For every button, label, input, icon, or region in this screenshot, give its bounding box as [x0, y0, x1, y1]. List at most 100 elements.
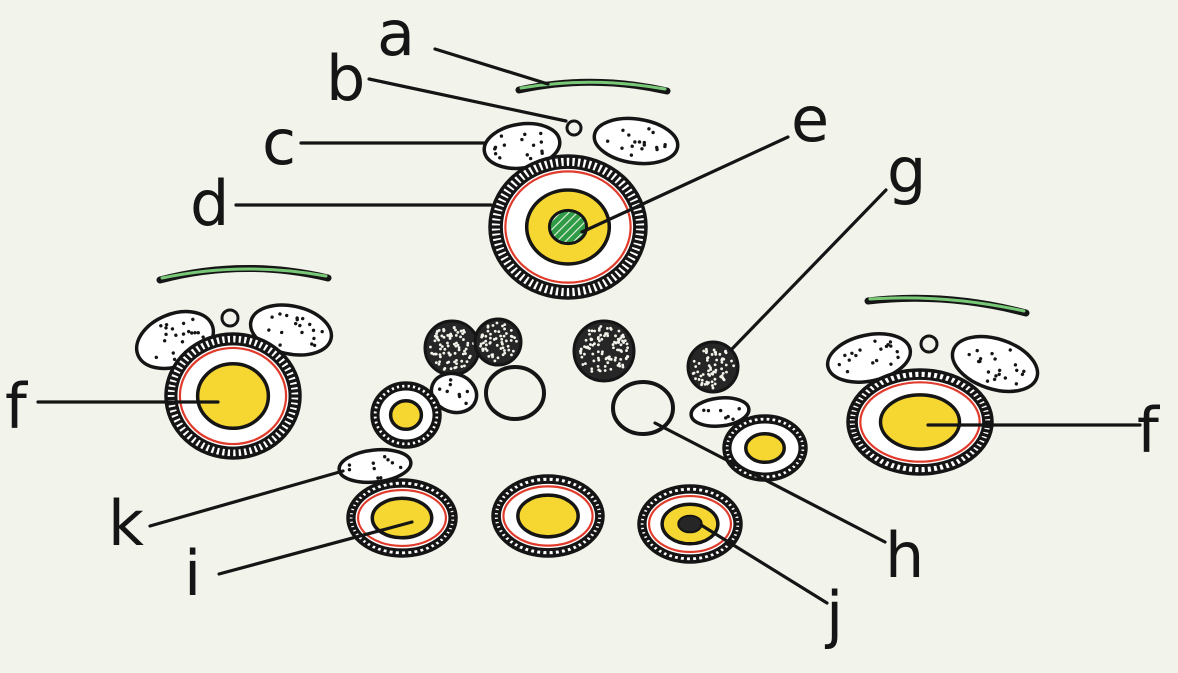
cell-dot	[614, 359, 617, 362]
cell-dot	[722, 372, 725, 375]
cell-dot	[434, 335, 437, 338]
cell-dot	[694, 377, 697, 380]
cell-dot	[453, 360, 456, 363]
cell-dot	[492, 324, 495, 327]
cell-dot	[725, 364, 728, 367]
cell-dot	[620, 343, 623, 346]
right-bundle-sheath	[848, 370, 992, 474]
sheath-hatch	[559, 156, 560, 167]
sheath-hatch	[581, 157, 583, 168]
cell-dot	[500, 341, 503, 344]
label-d: d	[190, 167, 229, 240]
yellow-core	[746, 434, 785, 463]
cell-dot	[606, 332, 609, 335]
cell-dot	[499, 335, 502, 338]
cell-dot	[617, 364, 620, 367]
cell-dot	[711, 353, 714, 356]
cell-dot	[503, 328, 506, 331]
label-h: h	[885, 519, 924, 592]
cell-dot	[496, 344, 499, 347]
cell-dot	[617, 341, 620, 344]
small-bundle-left	[372, 383, 440, 447]
cell-dot	[482, 349, 485, 352]
cell-dot	[515, 340, 518, 343]
cell-dot	[622, 341, 625, 344]
cell-dot	[591, 329, 594, 332]
cell-dot	[496, 322, 499, 325]
cell-dot	[603, 334, 606, 337]
cell-dot	[588, 347, 591, 350]
cell-dot	[490, 353, 493, 356]
cell-dot	[435, 361, 438, 364]
cell-dot	[698, 378, 701, 381]
cell-dot	[487, 330, 490, 333]
cell-dot	[446, 342, 449, 345]
cell-dot	[696, 371, 699, 374]
cell-dot	[732, 364, 735, 367]
cell-dot	[694, 365, 697, 368]
label-k: k	[108, 487, 144, 560]
cell-dot	[606, 327, 609, 330]
cell-dot	[484, 340, 487, 343]
cell-dot	[458, 349, 461, 352]
right-bundle-small-pore	[921, 336, 937, 352]
cell-dot	[625, 349, 628, 352]
cell-dot	[435, 353, 438, 356]
cell-dot	[692, 372, 695, 375]
cell-dot	[465, 348, 468, 351]
sheath-hatch	[634, 236, 645, 238]
cell-outline	[425, 321, 479, 375]
cell-dot	[597, 350, 600, 353]
cell-dot	[497, 356, 500, 359]
cell-dot	[714, 351, 717, 354]
cell-dot	[455, 334, 458, 337]
leader-line-g	[731, 190, 886, 350]
cell-dot	[434, 339, 437, 342]
cell-dot	[442, 352, 445, 355]
cell-dot	[502, 346, 505, 349]
top-bundle-right-dotted-cell	[591, 113, 680, 168]
cell-dot	[497, 330, 500, 333]
cell-dot	[618, 330, 621, 333]
cell-dot	[489, 341, 492, 344]
sheath-hatch	[576, 286, 577, 297]
cell-dot	[730, 360, 733, 363]
cell-dot	[450, 367, 453, 370]
cell-dot	[510, 339, 513, 342]
cell-dot	[591, 344, 594, 347]
cell-dot	[453, 326, 456, 329]
cell-dot	[708, 364, 711, 367]
top-bundle-sheath	[490, 156, 646, 298]
sheath-hatch	[491, 216, 502, 218]
cell-dot	[487, 355, 490, 358]
cell-dot	[583, 345, 586, 348]
cell-dot	[489, 333, 492, 336]
cell-dot	[580, 356, 583, 359]
cell-dot	[590, 367, 593, 370]
bottom-bundle-right	[639, 486, 741, 562]
sheath-hatch	[559, 286, 560, 297]
cell-dot	[619, 358, 622, 361]
cell-dot	[439, 355, 442, 358]
cell-dot	[510, 353, 513, 356]
sheath-hatch	[490, 222, 501, 223]
top-bundle	[481, 82, 680, 298]
cell-dot	[436, 337, 439, 340]
cell-dot	[510, 335, 513, 338]
cell-dot	[590, 338, 593, 341]
central-cluster	[338, 319, 806, 562]
left-bundle	[128, 268, 336, 458]
yellow-core	[881, 395, 960, 449]
cell-dot	[460, 360, 463, 363]
cell-dot	[709, 368, 712, 371]
cell-dot	[721, 358, 724, 361]
cell-dot	[705, 348, 708, 351]
cell-dot	[503, 349, 506, 352]
cell-dot	[512, 350, 515, 353]
green-cell-left	[486, 367, 544, 419]
label-f-right: f	[1137, 394, 1161, 467]
cell-dot	[614, 356, 617, 359]
label-b: b	[326, 42, 365, 115]
cell-dot	[693, 360, 696, 363]
cell-dot	[443, 348, 446, 351]
